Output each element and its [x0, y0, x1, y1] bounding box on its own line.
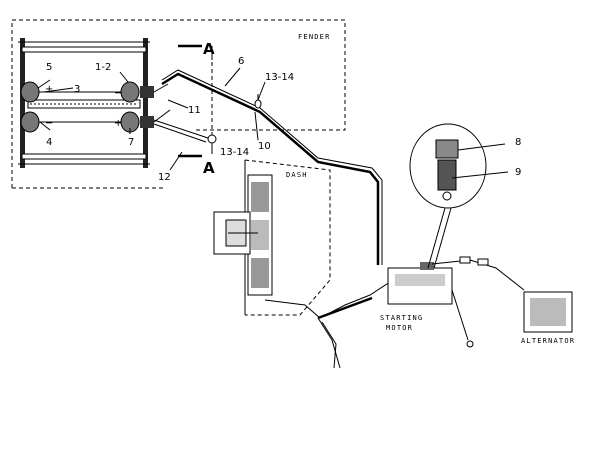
- starting-motor-label-line1: STARTING: [380, 314, 423, 322]
- section-a-top-label: A: [203, 40, 215, 58]
- polarity-minus-4: −: [45, 118, 53, 129]
- callout-6: 6: [238, 56, 244, 67]
- alternator-label: ALTERNATOR: [521, 337, 575, 345]
- starting-motor-label-line2: MOTOR: [386, 324, 413, 332]
- battery-5: [20, 81, 40, 103]
- dash-panel: [244, 159, 331, 316]
- section-a-marker-bottom: [178, 140, 213, 158]
- callout-13-14-bottom: 13-14: [220, 147, 249, 158]
- battery-terminals: [140, 83, 171, 128]
- callout-4: 4: [46, 137, 52, 148]
- terminal-13-14-top: [254, 94, 262, 109]
- terminal-13-14-bottom: [207, 134, 217, 144]
- callout-5: 5: [46, 62, 52, 73]
- callout-8: 8: [515, 137, 521, 148]
- battery-rack: [18, 38, 150, 168]
- starting-motor: [387, 262, 474, 348]
- callout-9: 9: [515, 167, 521, 178]
- callout-3: 3: [74, 84, 80, 95]
- fender-label: FENDER: [298, 33, 331, 41]
- lower-harness: [264, 281, 391, 369]
- callout-11: 11: [188, 105, 201, 116]
- alternator: [523, 291, 573, 333]
- mount-bracket: [213, 211, 258, 255]
- battery-4: [20, 111, 40, 133]
- callout-13-14-top: 13-14: [265, 72, 294, 83]
- leader-lines: [37, 67, 509, 179]
- alternator-wire: [431, 256, 525, 291]
- polarity-plus-7: +: [114, 118, 122, 129]
- cable-12: [153, 119, 209, 143]
- section-a-marker-top: [178, 44, 213, 60]
- fender-outline: [11, 19, 346, 189]
- detail-bubble: [409, 123, 487, 269]
- callout-7: 7: [128, 137, 134, 148]
- polarity-minus-1-2: −: [114, 88, 122, 99]
- polarity-plus-5: +: [45, 84, 53, 95]
- callout-12: 12: [158, 172, 171, 183]
- section-a-bottom-label: A: [203, 159, 215, 177]
- cable-6: [161, 69, 383, 265]
- battery-1-2: [120, 81, 140, 103]
- dash-label: DASH: [286, 171, 308, 179]
- callout-10: 10: [258, 141, 271, 152]
- callout-1-2: 1-2: [95, 62, 111, 73]
